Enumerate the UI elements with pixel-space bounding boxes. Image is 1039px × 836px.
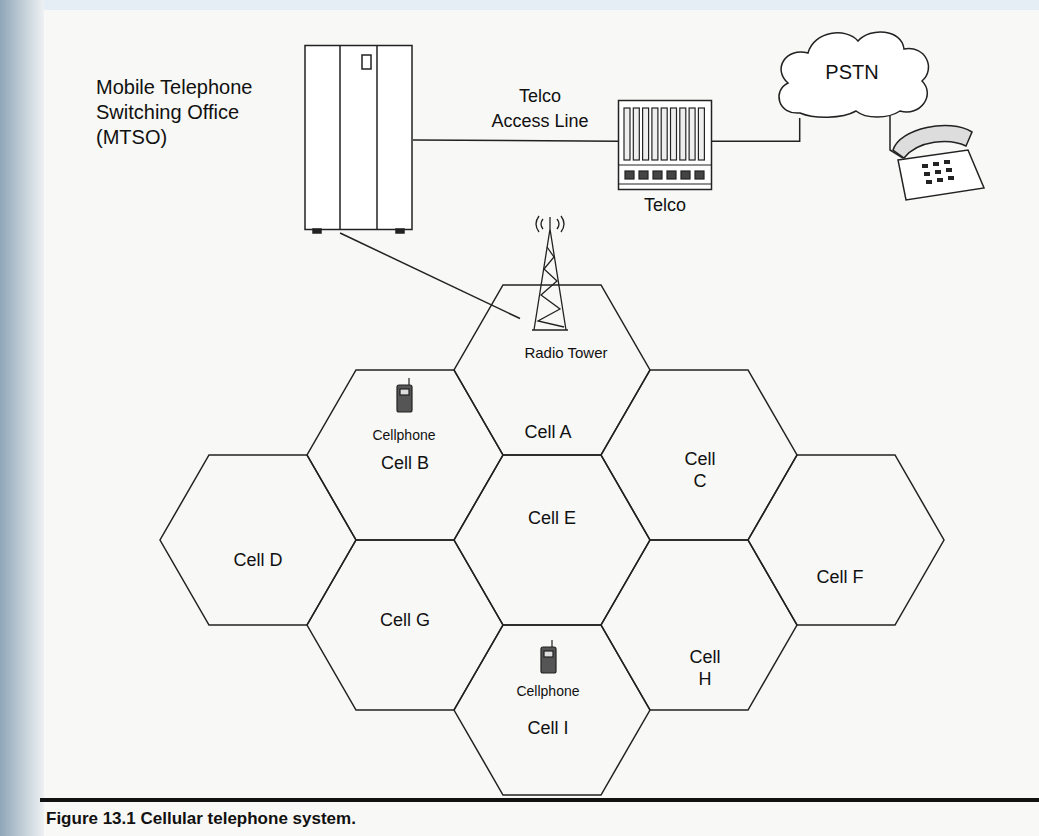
- switching-office: Mobile Telephone Switching Office (MTSO): [96, 45, 413, 233]
- top-band: [0, 0, 1039, 10]
- connector-line: [340, 233, 520, 319]
- cell-hexagon: Cell B: [307, 370, 503, 540]
- network-cloud: PSTN: [770, 25, 935, 118]
- radio-tower-outline: [520, 215, 612, 365]
- radio-tower: Radio Tower: [520, 215, 612, 365]
- hexagon-outline: [160, 455, 356, 625]
- cell-hexagon: Cell H: [601, 540, 797, 710]
- hexagon-outline: [601, 540, 797, 710]
- cell-hexagon: Cell D: [160, 455, 356, 625]
- figure-caption: Figure 13.1 Cellular telephone system.: [46, 809, 356, 829]
- cell-label: Cell G: [380, 609, 430, 631]
- tower-label: Radio Tower: [524, 344, 607, 362]
- cabinet-symbol: [305, 46, 412, 234]
- connector-line: [413, 140, 618, 141]
- cell-hexagon: Cell A: [454, 285, 650, 455]
- cloud-outline: [779, 32, 929, 117]
- cell-hexagon-outline: [454, 625, 650, 795]
- cell-label: Cell I: [527, 717, 568, 739]
- cell-hexagon-outline: [748, 455, 944, 625]
- cell-label: Cell B: [381, 452, 429, 474]
- connector-line: [712, 118, 800, 141]
- tower-symbol: [532, 216, 568, 330]
- cell-hexagon-outline: [454, 455, 650, 625]
- cell-hexagon-outline: [160, 455, 356, 625]
- cell-hexagon: Cell I: [454, 625, 650, 795]
- cell-hexagon: Cell E: [454, 455, 650, 625]
- cell-label: Cell D: [233, 549, 282, 571]
- hexagon-outline: [307, 540, 503, 710]
- cell-hexagon: Cell F: [748, 455, 944, 625]
- cell-hexagon: Cell C: [601, 370, 797, 540]
- hexagon-outline: [454, 625, 650, 795]
- cell-label: Cell A: [524, 421, 571, 443]
- cell-label: Cell E: [528, 507, 576, 529]
- cellphone-icon: [397, 378, 412, 412]
- cell-label: Cell F: [816, 566, 863, 588]
- telco-equipment: Telco: [618, 100, 712, 218]
- cloud-label: PSTN: [825, 60, 878, 84]
- telephone-icon: [890, 116, 984, 200]
- figure-rule: [40, 798, 1039, 802]
- device-label: Cellphone: [372, 427, 435, 444]
- hexagon-outline: [748, 455, 944, 625]
- book-binding: [0, 0, 44, 836]
- cell-hexagon: Cell G: [307, 540, 503, 710]
- telco-rack-symbol: [619, 101, 712, 190]
- device-label: Cellphone: [516, 683, 579, 700]
- cell-label: Cell C: [681, 448, 719, 492]
- equipment-label: Telco: [644, 194, 686, 216]
- line-label: Telco Access Line: [475, 84, 605, 134]
- cellphone-icon: [541, 640, 556, 673]
- hexagon-outline: [454, 285, 650, 455]
- hexagon-outline: [454, 455, 650, 625]
- hexagon-outline: [307, 370, 503, 540]
- office-label: Mobile Telephone Switching Office (MTSO): [96, 75, 296, 150]
- hexagon-outline: [601, 370, 797, 540]
- cell-label: Cell H: [686, 646, 724, 690]
